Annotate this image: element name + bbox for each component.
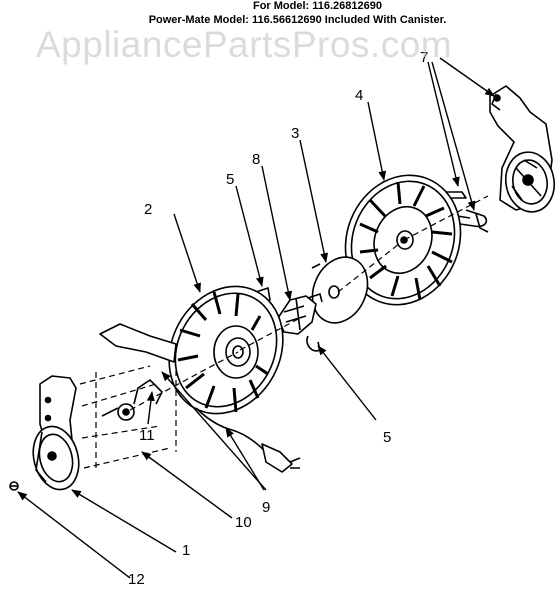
leader-7c <box>439 57 495 97</box>
callout-2: 2 <box>144 201 152 218</box>
callout-5-lower: 5 <box>383 429 391 446</box>
part-5-clip-lower <box>306 335 321 352</box>
watermark: AppliancePartsPros.com <box>36 24 453 65</box>
leader-11 <box>147 391 155 425</box>
leader-7b <box>431 61 476 211</box>
leader-5a <box>235 185 264 287</box>
callout-1: 1 <box>182 542 190 559</box>
part-12-screw <box>9 481 19 491</box>
leader-7a <box>427 61 460 187</box>
leader-1 <box>71 489 177 553</box>
callout-3: 3 <box>291 125 299 142</box>
callout-9: 9 <box>262 499 270 516</box>
part-9-cord <box>195 407 301 473</box>
callout-7: 7 <box>420 49 428 66</box>
leader-12 <box>17 491 131 579</box>
leader-8 <box>261 165 293 301</box>
callout-10: 10 <box>235 514 252 531</box>
part-4-reel-wheel <box>344 174 462 306</box>
model-header: For Model: 116.26812690 <box>252 0 382 12</box>
part-1-housing <box>32 375 80 491</box>
dashed-guides <box>79 195 489 470</box>
leader-3 <box>299 139 328 263</box>
part-2-reel-plate <box>168 285 284 415</box>
leader-2 <box>173 213 201 293</box>
callout-4: 4 <box>355 87 363 104</box>
callout-5-upper: 5 <box>226 171 234 188</box>
leader-9b <box>161 371 267 491</box>
callout-11: 11 <box>139 427 155 444</box>
part-7-bracket <box>489 85 555 213</box>
leader-5b <box>317 345 377 421</box>
callout-12: 12 <box>128 571 145 588</box>
powermate-header: Power-Mate Model: 116.56612690 Included … <box>148 14 447 26</box>
part-11-bracket <box>99 323 177 421</box>
callout-8: 8 <box>252 151 260 168</box>
leader-10 <box>141 451 233 519</box>
leader-4 <box>367 101 387 181</box>
